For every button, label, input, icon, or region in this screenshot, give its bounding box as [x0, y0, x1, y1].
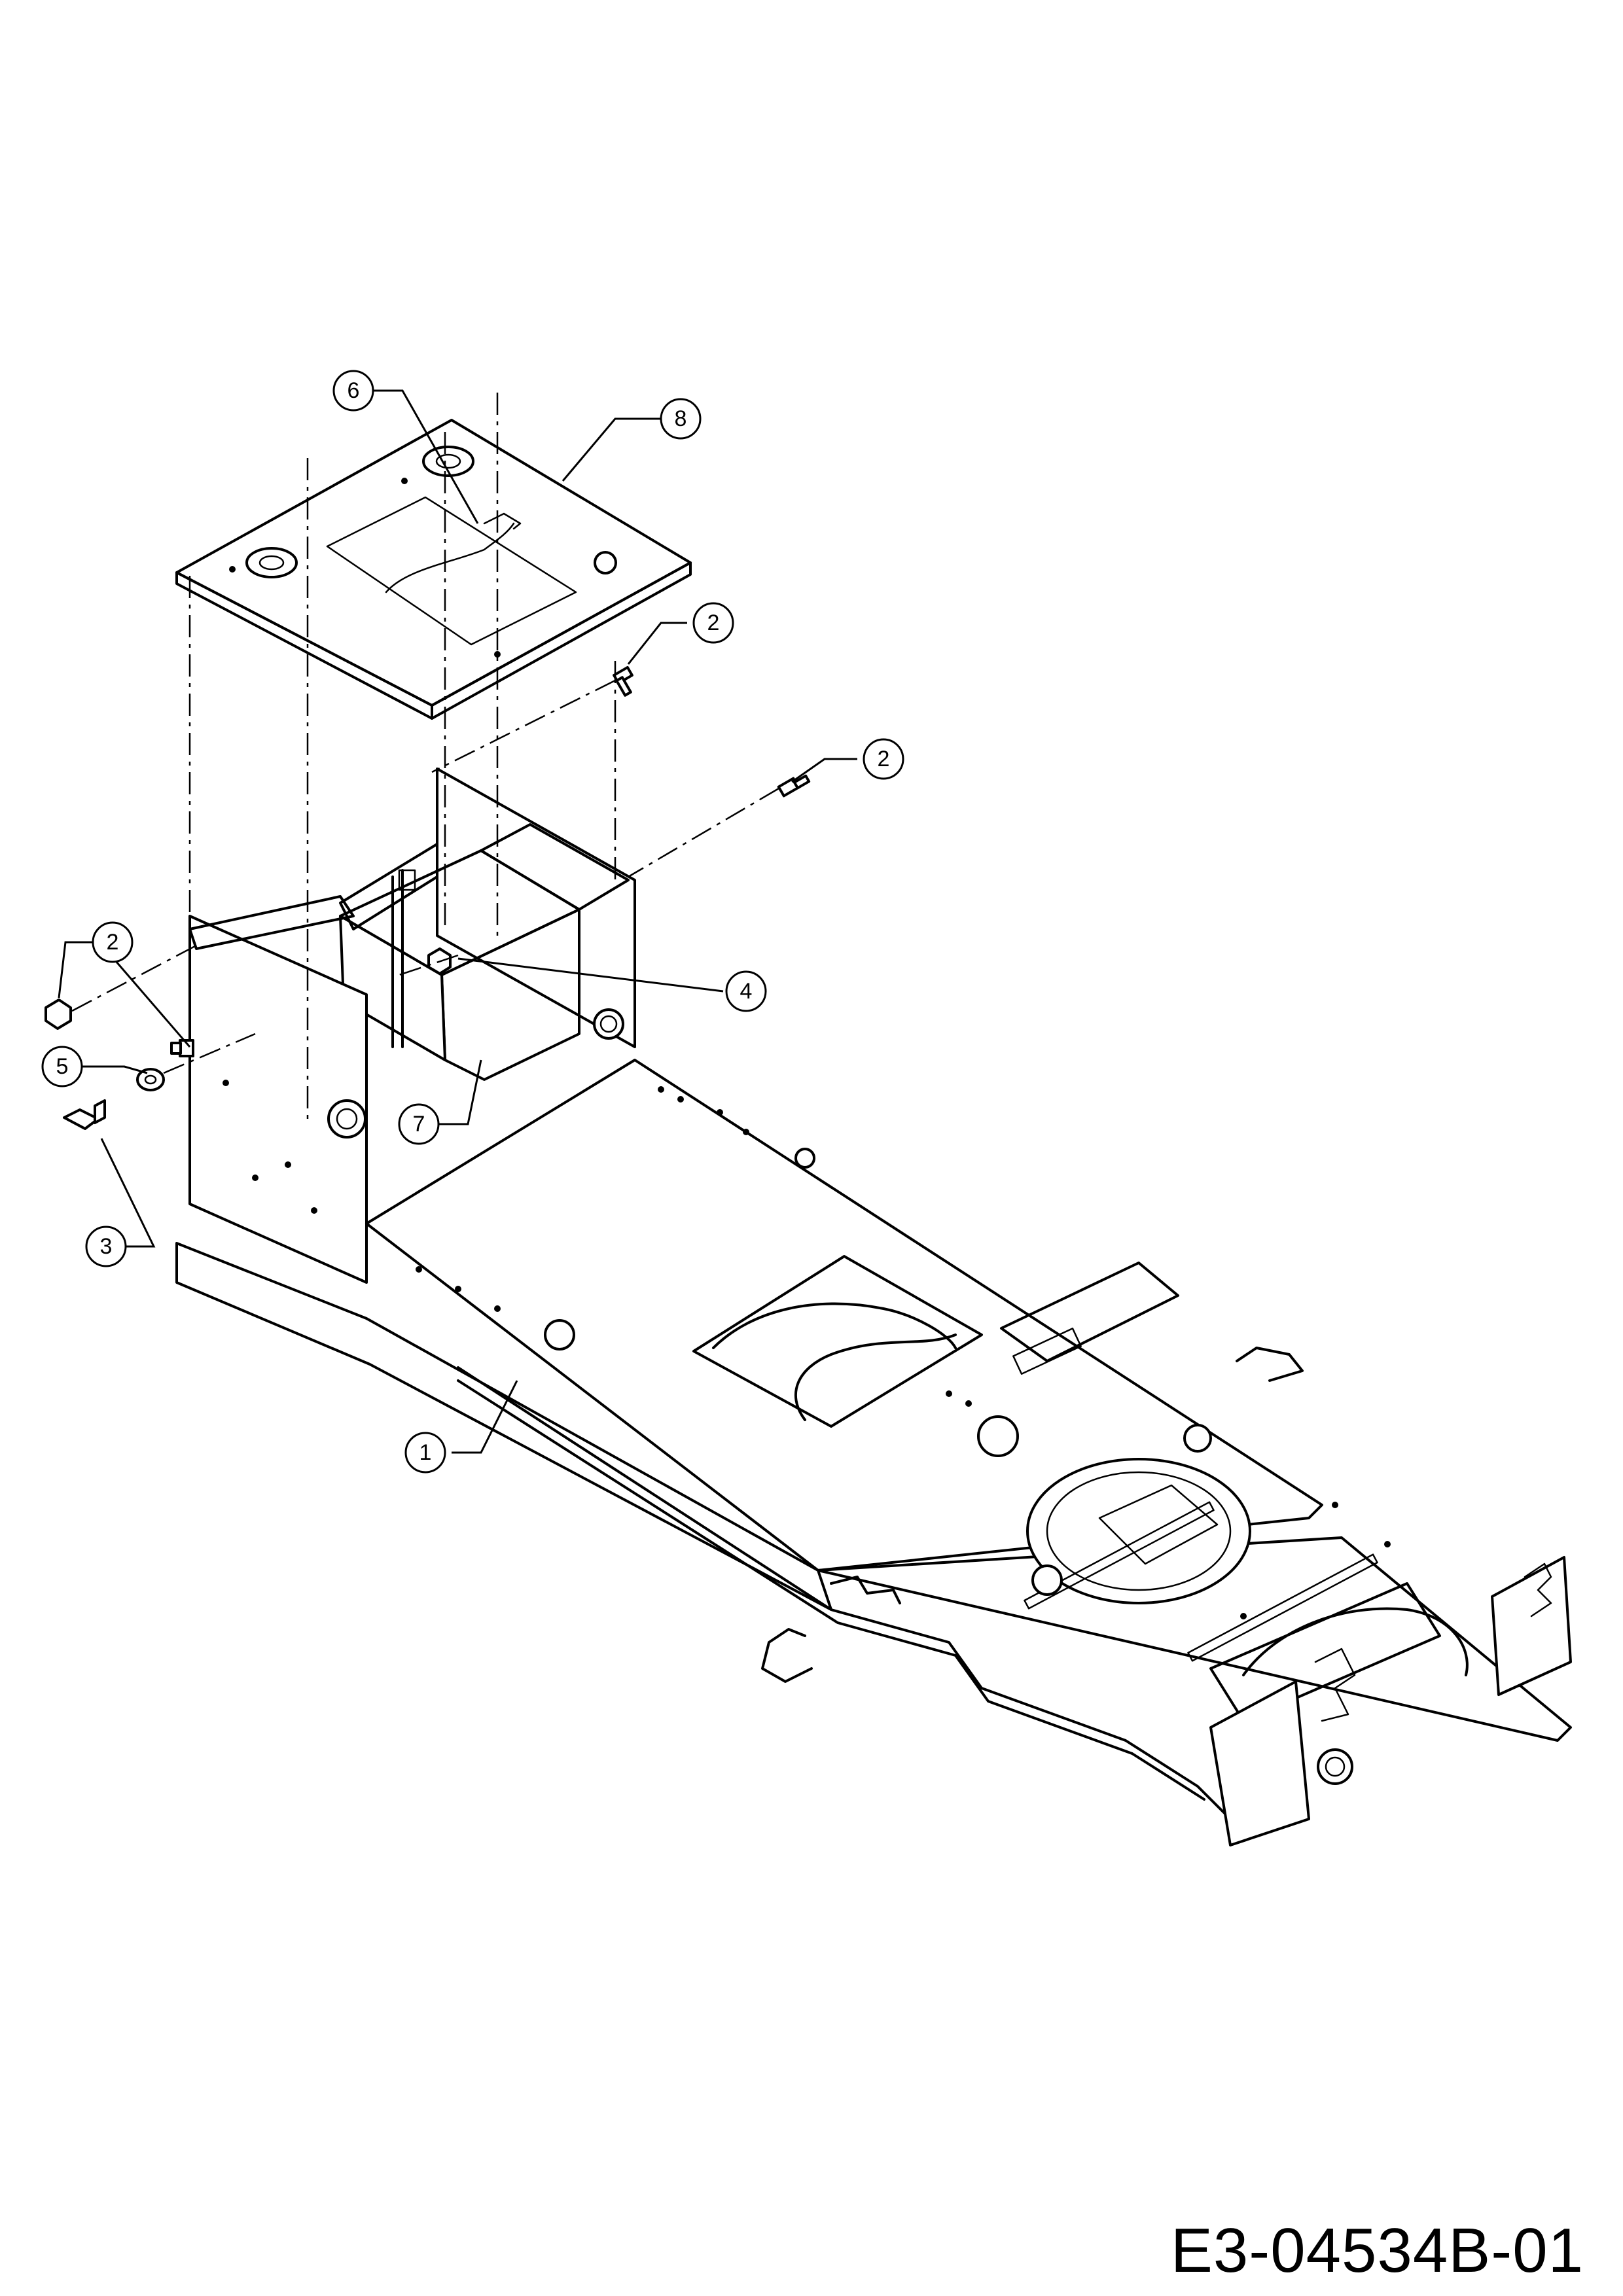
main-frame [175, 1059, 1572, 1846]
callout-7: 7 [398, 1103, 440, 1145]
frame-housing [188, 768, 636, 1284]
callout-2-top-label: 2 [707, 610, 720, 635]
callout-7-label: 7 [413, 1112, 425, 1137]
bolt-mid [170, 1039, 194, 1057]
callout-8: 8 [660, 398, 702, 440]
bolt-top [613, 665, 633, 697]
bolt-left [45, 998, 72, 1030]
callout-2-right-label: 2 [878, 747, 890, 771]
callout-4: 4 [725, 970, 767, 1012]
callout-2-top: 2 [692, 602, 734, 644]
callout-6: 6 [332, 370, 374, 412]
bolt-right [777, 774, 811, 798]
callout-2-left: 2 [92, 921, 134, 963]
callout-3: 3 [85, 1226, 127, 1267]
mount-bracket [339, 823, 630, 1081]
callout-6-label: 6 [348, 378, 360, 403]
callout-8-label: 8 [675, 406, 687, 431]
washer [136, 1068, 165, 1091]
callout-4-label: 4 [740, 979, 753, 1004]
callout-1-label: 1 [419, 1440, 432, 1465]
bolt-long [63, 1099, 106, 1130]
callout-5: 5 [41, 1046, 83, 1087]
callout-3-label: 3 [100, 1234, 113, 1259]
callout-1: 1 [404, 1432, 446, 1474]
callout-5-label: 5 [56, 1054, 69, 1079]
callout-2-right: 2 [863, 738, 904, 780]
callout-2-left-label: 2 [107, 930, 119, 955]
hardware [45, 665, 811, 1130]
cover-plate [175, 419, 692, 720]
drawing-number: E3-04534B-01 [1170, 2216, 1584, 2286]
assembly-lines [71, 393, 779, 1125]
